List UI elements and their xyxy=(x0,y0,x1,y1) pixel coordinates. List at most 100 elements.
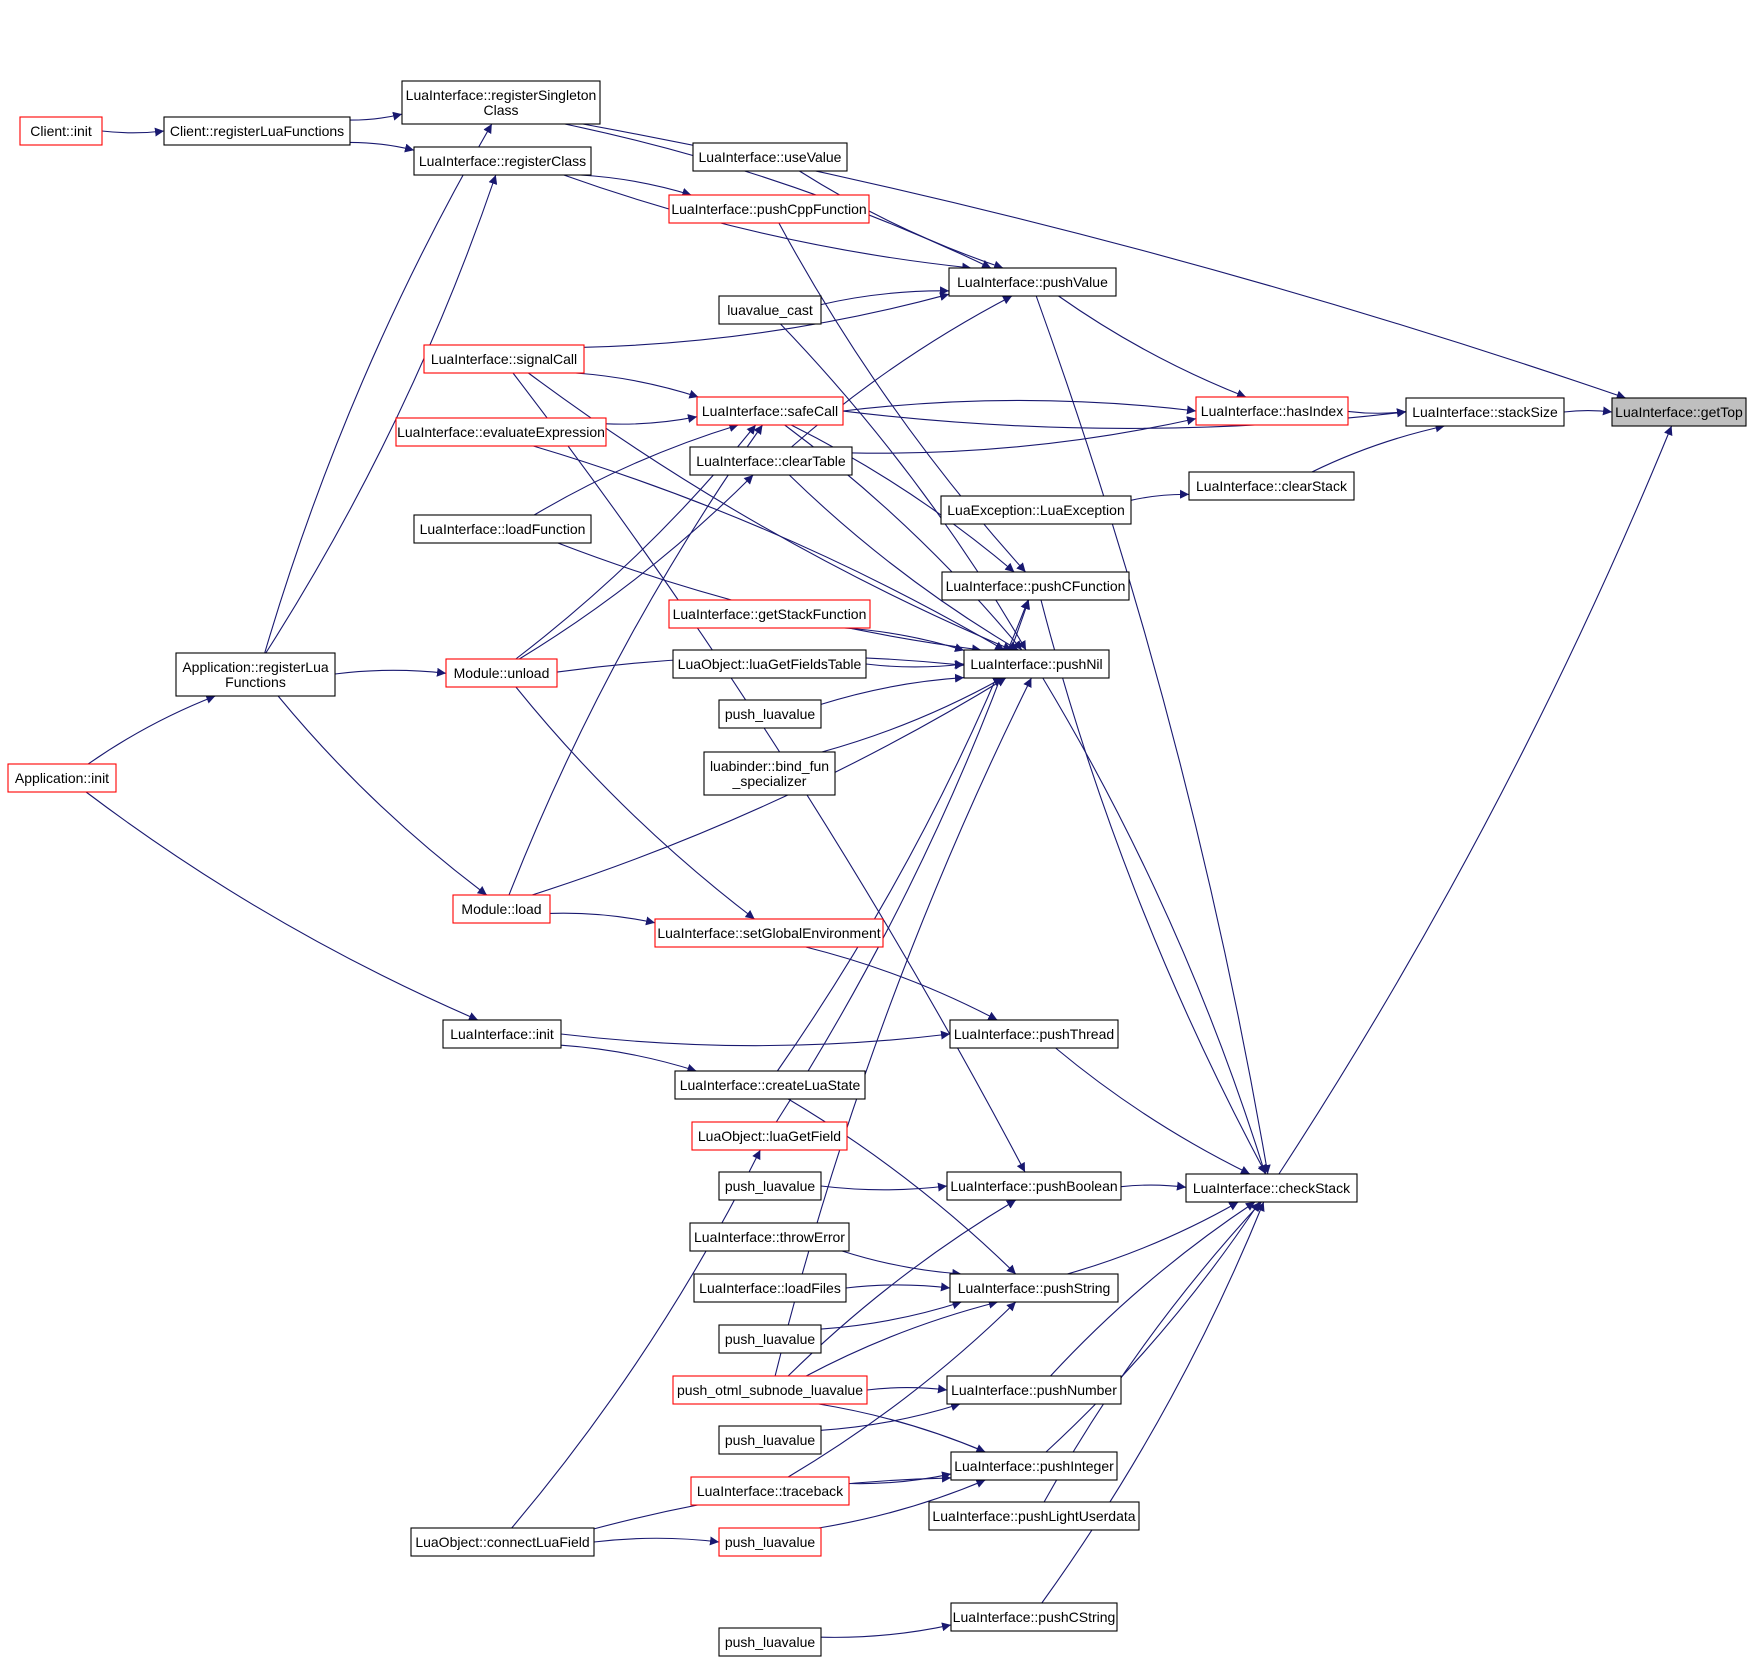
node-get-top[interactable]: LuaInterface::getTop xyxy=(1611,397,1747,427)
node-label: luavalue_cast xyxy=(727,302,813,318)
node-label: Client::registerLuaFunctions xyxy=(170,123,344,139)
node-label: LuaObject::luaGetField xyxy=(698,1128,841,1144)
node-luavalue-cast[interactable]: luavalue_cast xyxy=(718,295,822,325)
edge-clear-stack-to-stack-size xyxy=(1311,423,1445,473)
node-push-number[interactable]: LuaInterface::pushNumber xyxy=(946,1375,1122,1405)
node-connect-lua-field[interactable]: LuaObject::connectLuaField xyxy=(410,1527,595,1557)
node-box xyxy=(672,649,867,679)
node-push-value[interactable]: LuaInterface::pushValue xyxy=(948,267,1117,297)
node-label: LuaInterface::pushInteger xyxy=(954,1458,1114,1474)
node-eval-expr[interactable]: LuaInterface::evaluateExpression xyxy=(395,417,607,447)
edge-client-init-to-client-reg-lua xyxy=(101,127,165,137)
edge-clear-table-to-push-nil xyxy=(788,474,1019,651)
node-push-integer[interactable]: LuaInterface::pushInteger xyxy=(950,1451,1118,1481)
node-label: LuaObject::connectLuaField xyxy=(415,1534,589,1550)
node-app-reg-lua[interactable]: Application::registerLuaFunctions xyxy=(175,652,336,697)
node-app-init[interactable]: Application::init xyxy=(7,763,117,793)
node-push-nil[interactable]: LuaInterface::pushNil xyxy=(963,649,1110,679)
node-push-string[interactable]: LuaInterface::pushString xyxy=(949,1273,1119,1303)
node-safe-call[interactable]: LuaInterface::safeCall xyxy=(696,396,844,426)
edge-client-reg-lua-to-reg-class xyxy=(349,141,415,153)
edge-clear-table-to-has-index xyxy=(851,416,1197,454)
node-module-load[interactable]: Module::load xyxy=(452,894,551,924)
node-push-luavalue4[interactable]: push_luavalue xyxy=(718,1425,822,1455)
node-signal-call[interactable]: LuaInterface::signalCall xyxy=(423,344,585,374)
edge-luavalue-cast-to-push-value xyxy=(820,286,950,306)
node-box xyxy=(452,894,551,924)
node-push-thread[interactable]: LuaInterface::pushThread xyxy=(949,1019,1119,1049)
node-load-function[interactable]: LuaInterface::loadFunction xyxy=(413,514,592,544)
node-push-light-userdata[interactable]: LuaInterface::pushLightUserdata xyxy=(928,1501,1140,1531)
node-push-cstring[interactable]: LuaInterface::pushCString xyxy=(950,1602,1118,1632)
node-box xyxy=(718,699,822,729)
node-box xyxy=(949,1019,1119,1049)
node-box xyxy=(668,599,871,629)
node-label: LuaInterface::pushCFunction xyxy=(946,578,1126,594)
node-layer: LuaInterface::getTop LuaInterface::stackS… xyxy=(7,80,1747,1657)
edge-connect-lua-field-to-lua-get-field xyxy=(511,1149,761,1529)
node-check-stack[interactable]: LuaInterface::checkStack xyxy=(1185,1173,1358,1203)
node-use-value[interactable]: LuaInterface::useValue xyxy=(692,142,848,172)
node-get-stack-function[interactable]: LuaInterface::getStackFunction xyxy=(668,599,871,629)
node-lua-get-field[interactable]: LuaObject::luaGetField xyxy=(691,1121,848,1151)
node-box xyxy=(718,1171,822,1201)
edge-module-load-to-safe-call xyxy=(508,424,763,896)
node-create-lua-state[interactable]: LuaInterface::createLuaState xyxy=(674,1070,866,1100)
node-stack-size[interactable]: LuaInterface::stackSize xyxy=(1405,397,1565,427)
node-push-otml[interactable]: push_otml_subnode_luavalue xyxy=(672,1375,868,1405)
node-push-luavalue1[interactable]: push_luavalue xyxy=(718,699,822,729)
node-box xyxy=(946,1171,1122,1201)
node-label: LuaInterface::safeCall xyxy=(702,403,838,419)
node-client-init[interactable]: Client::init xyxy=(19,116,103,146)
edge-push-otml-to-push-number xyxy=(866,1384,948,1394)
node-push-luavalue2[interactable]: push_luavalue xyxy=(718,1171,822,1201)
node-lua-get-fields-table[interactable]: LuaObject::luaGetFieldsTable xyxy=(672,649,867,679)
node-box xyxy=(1611,397,1747,427)
node-box xyxy=(654,918,884,948)
node-reg-class[interactable]: LuaInterface::registerClass xyxy=(413,146,592,176)
node-module-unload[interactable]: Module::unload xyxy=(445,658,558,688)
node-label: LuaInterface::stackSize xyxy=(1412,404,1558,420)
node-box xyxy=(175,652,336,697)
node-clear-stack[interactable]: LuaInterface::clearStack xyxy=(1188,471,1355,501)
node-push-luavalue-red[interactable]: push_luavalue xyxy=(718,1527,822,1557)
node-box xyxy=(690,1476,850,1506)
node-clear-table[interactable]: LuaInterface::clearTable xyxy=(689,446,853,476)
node-lua-exception[interactable]: LuaException::LuaException xyxy=(940,495,1132,525)
edge-app-init-to-lua-init xyxy=(85,791,479,1021)
node-traceback[interactable]: LuaInterface::traceback xyxy=(690,1476,850,1506)
node-label: push_luavalue xyxy=(725,1178,816,1194)
edge-push-otml-to-push-string xyxy=(805,1299,998,1377)
edge-signal-call-to-push-value xyxy=(583,292,950,348)
node-has-index[interactable]: LuaInterface::hasIndex xyxy=(1195,396,1349,426)
node-label: push_luavalue xyxy=(725,1634,816,1650)
node-label: push_luavalue xyxy=(725,1534,816,1550)
node-box xyxy=(1188,471,1355,501)
edge-lua-init-to-push-thread xyxy=(560,1030,951,1047)
edge-push-cpp-function-to-push-cfunction xyxy=(778,222,1027,573)
edge-eval-expr-to-safe-call xyxy=(605,414,698,425)
node-push-boolean[interactable]: LuaInterface::pushBoolean xyxy=(946,1171,1122,1201)
node-label: LuaInterface::hasIndex xyxy=(1201,403,1343,419)
edge-push-otml-to-push-nil xyxy=(774,677,1032,1377)
node-push-cpp-function[interactable]: LuaInterface::pushCppFunction xyxy=(668,194,870,224)
node-push-cfunction[interactable]: LuaInterface::pushCFunction xyxy=(941,571,1130,601)
node-box xyxy=(718,295,822,325)
node-lua-init[interactable]: LuaInterface::init xyxy=(442,1019,562,1049)
node-push-luavalue3[interactable]: push_luavalue xyxy=(718,1324,822,1354)
edge-push-nil-to-check-stack xyxy=(1042,677,1267,1175)
edge-stack-size-to-get-top xyxy=(1563,406,1613,416)
node-bind-fun[interactable]: luabinder::bind_fun_specializer xyxy=(703,751,836,796)
node-client-reg-lua[interactable]: Client::registerLuaFunctions xyxy=(163,116,351,146)
node-label: Module::load xyxy=(461,901,541,917)
node-box xyxy=(410,1527,595,1557)
edge-connect-lua-field-to-push-luavalue-red xyxy=(593,1536,720,1546)
node-throw-error[interactable]: LuaInterface::throwError xyxy=(689,1222,850,1252)
node-box xyxy=(928,1501,1140,1531)
node-set-global-env[interactable]: LuaInterface::setGlobalEnvironment xyxy=(654,918,884,948)
node-load-files[interactable]: LuaInterface::loadFiles xyxy=(693,1273,847,1303)
edge-app-reg-lua-to-module-load xyxy=(277,695,488,896)
node-push-luavalue5[interactable]: push_luavalue xyxy=(718,1627,822,1657)
edge-luavalue-cast-to-push-nil xyxy=(780,323,1027,651)
